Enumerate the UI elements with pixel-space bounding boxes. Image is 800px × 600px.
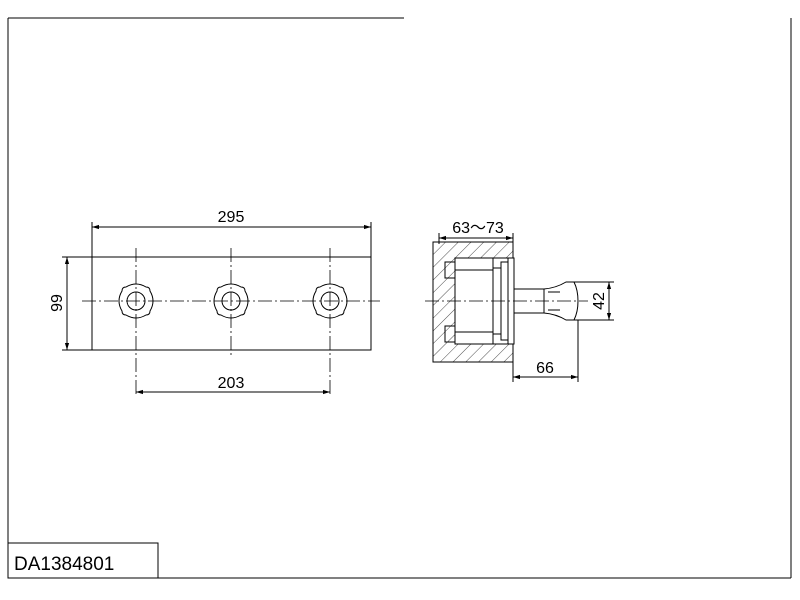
side-view: 63～73 66 42 [425, 220, 614, 382]
projection-label: 66 [536, 360, 554, 377]
handle-middle [213, 283, 249, 319]
plate-width-label: 295 [218, 209, 245, 226]
title-block: DA1384801 [7, 542, 159, 579]
handle-diameter-label: 42 [591, 292, 608, 310]
dimension-projection: 66 [512, 320, 579, 382]
dimension-plate-height: 99 [49, 256, 92, 351]
handle-left [118, 283, 154, 319]
drawing-frame [7, 17, 792, 579]
cover-plate [91, 256, 372, 351]
plate-height-label: 99 [49, 294, 66, 312]
dimension-wall-depth: 63～73 [438, 220, 514, 258]
dimension-handle-spacing: 203 [136, 375, 330, 395]
dimension-handle-diameter: 42 [574, 281, 614, 321]
dimension-plate-width: 295 [91, 209, 372, 257]
handle-spacing-label: 203 [218, 375, 245, 392]
front-view: 295 99 203 [49, 209, 380, 396]
wall-depth-label: 63～73 [452, 220, 504, 237]
drawing-code: DA1384801 [14, 554, 114, 575]
handle-right [312, 283, 348, 319]
